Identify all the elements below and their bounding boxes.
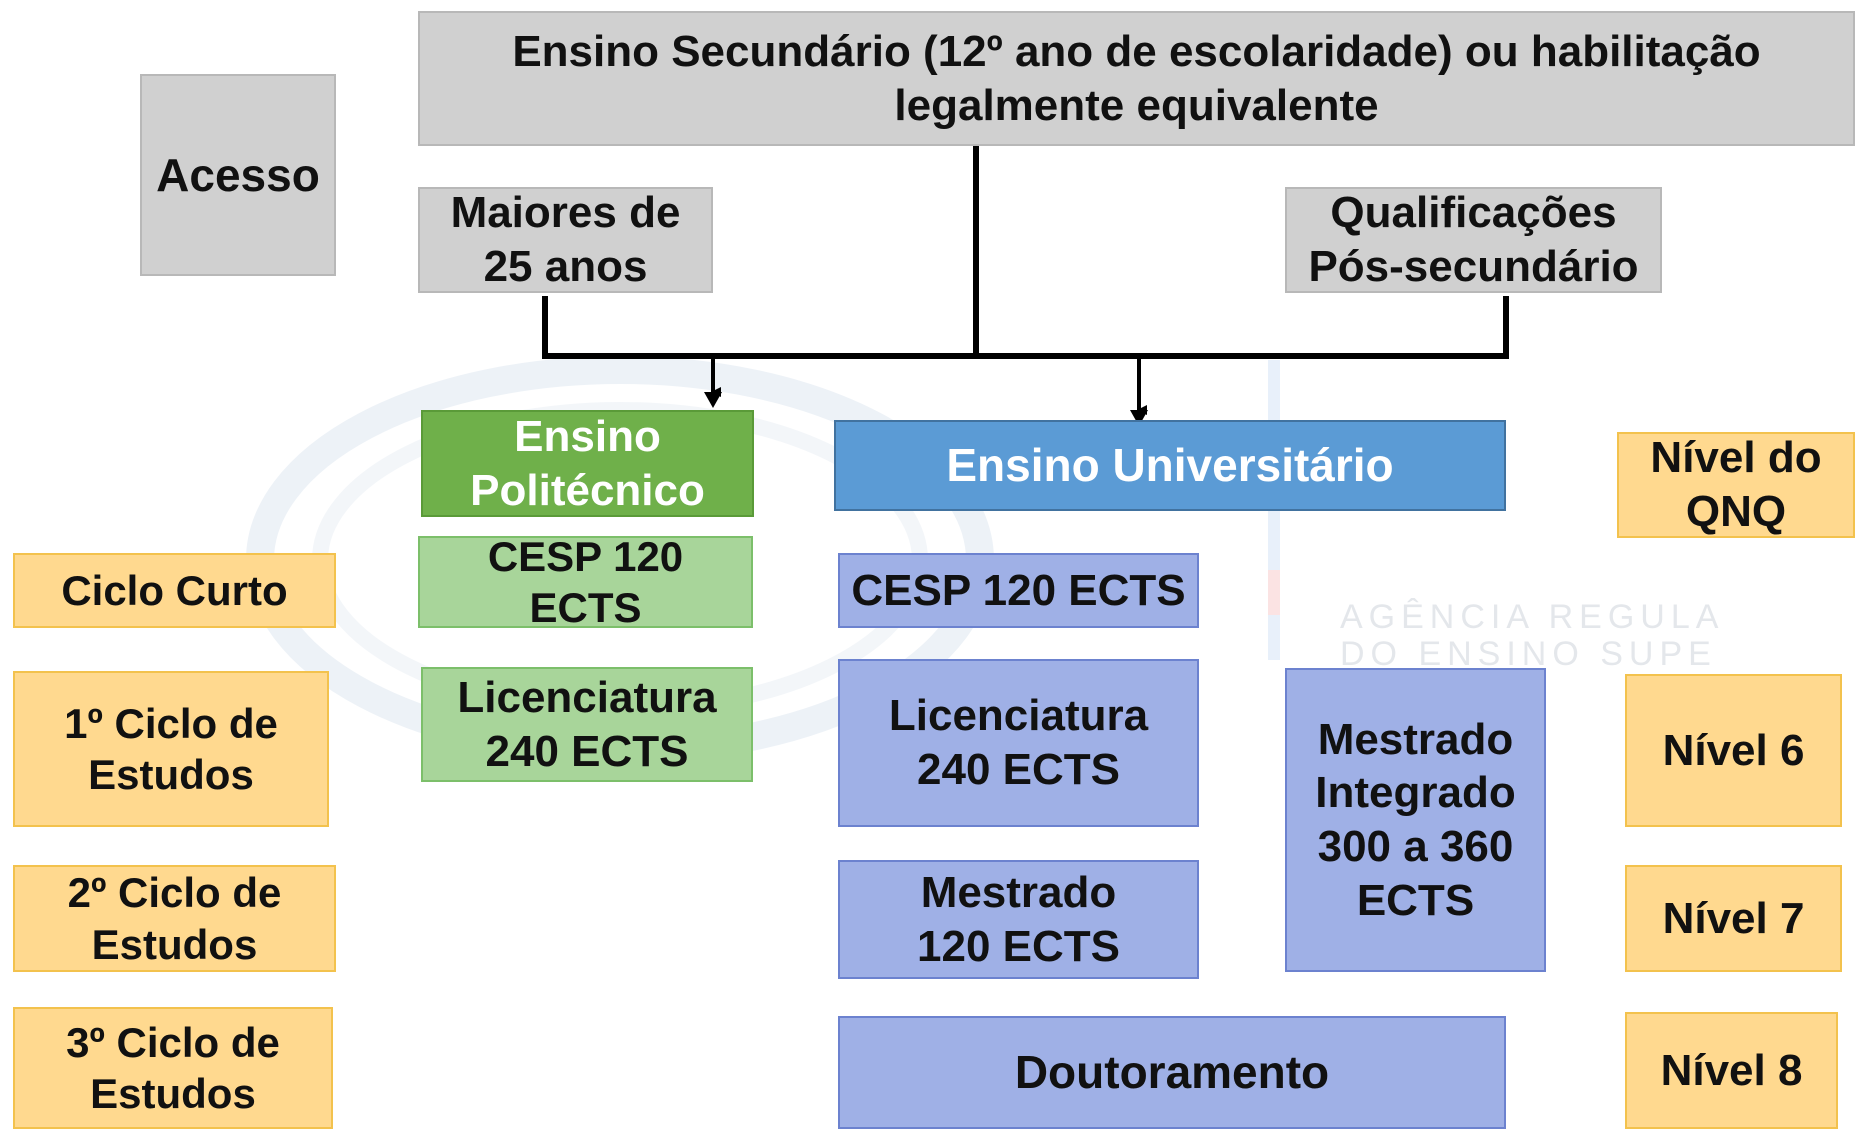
cycle-third: 3º Ciclo de Estudos xyxy=(13,1007,333,1129)
cycle-first: 1º Ciclo de Estudos xyxy=(13,671,329,827)
qnq-level-6: Nível 6 xyxy=(1625,674,1842,827)
university-licenciatura: Licenciatura 240 ECTS xyxy=(838,659,1199,827)
access-label: Acesso xyxy=(140,74,336,276)
polytechnic-licenciatura: Licenciatura 240 ECTS xyxy=(421,667,753,782)
qnq-level-8: Nível 8 xyxy=(1625,1012,1838,1129)
arrow-polytechnic xyxy=(704,392,722,408)
qnq-title: Nível do QNQ xyxy=(1617,432,1855,538)
over-25-box: Maiores de 25 anos xyxy=(418,187,713,293)
qnq-level-7: Nível 7 xyxy=(1625,865,1842,972)
cycle-second: 2º Ciclo de Estudos xyxy=(13,865,336,972)
university-mestrado: Mestrado 120 ECTS xyxy=(838,860,1199,979)
university-cesp: CESP 120 ECTS xyxy=(838,553,1199,628)
university-mestrado-integrado: Mestrado Integrado 300 a 360 ECTS xyxy=(1285,668,1546,972)
polytechnic-title: Ensino Politécnico xyxy=(421,410,754,517)
post-secondary-box: Qualificações Pós-secundário xyxy=(1285,187,1662,293)
arrow-university xyxy=(1130,410,1148,426)
polytechnic-cesp: CESP 120 ECTS xyxy=(418,536,753,628)
cycle-short: Ciclo Curto xyxy=(13,553,336,628)
university-doutoramento: Doutoramento xyxy=(838,1016,1506,1129)
university-title: Ensino Universitário xyxy=(834,420,1506,511)
secondary-education-box: Ensino Secundário (12º ano de escolarida… xyxy=(418,11,1855,146)
